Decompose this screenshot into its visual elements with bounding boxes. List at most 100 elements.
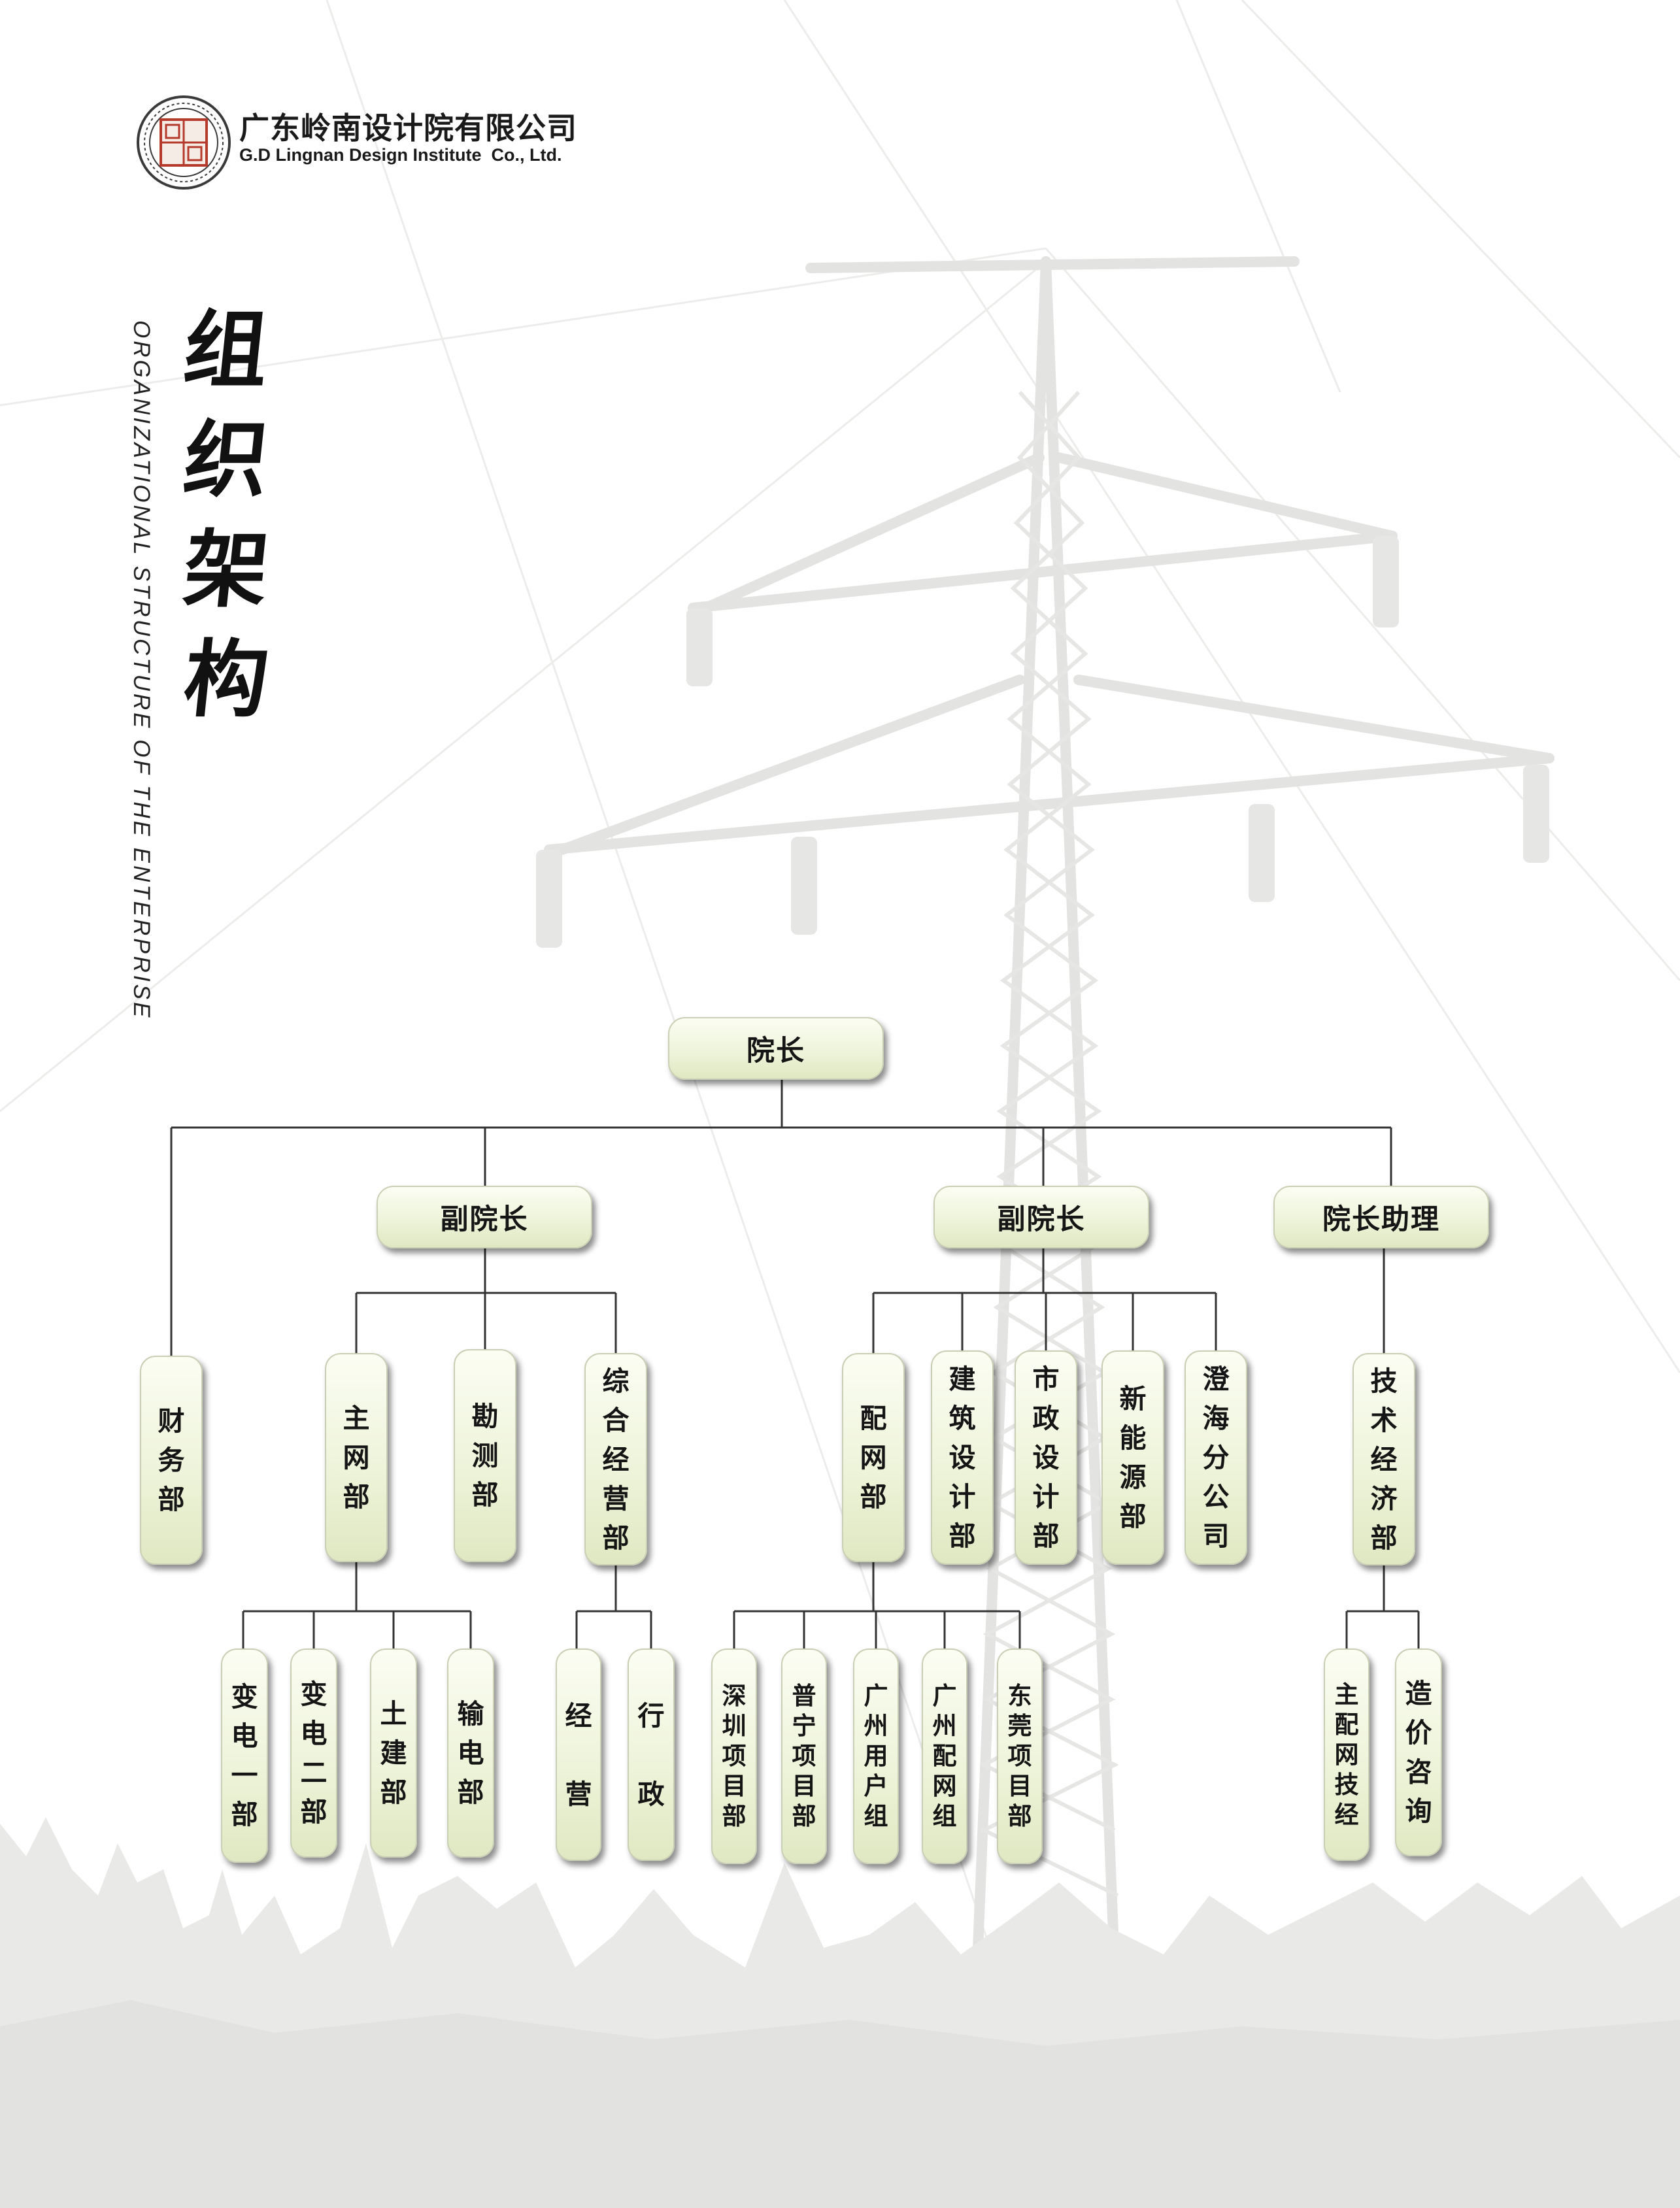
main-grid-dept-box: 主 网 部 xyxy=(325,1353,388,1562)
box-char: 经 xyxy=(602,1443,630,1475)
main-distribution-tech-econ-box: 主 配 网 技 经 xyxy=(1324,1648,1369,1861)
box-char: 询 xyxy=(1405,1796,1432,1827)
box-char: 部 xyxy=(1007,1802,1032,1830)
president-assistant-box: 院长助理 xyxy=(1273,1186,1489,1248)
box-char: 建 xyxy=(380,1737,407,1769)
box-char: 技 xyxy=(1370,1365,1398,1397)
puning-project-dept-box: 普 宁 项 目 部 xyxy=(781,1648,827,1864)
box-char: 项 xyxy=(792,1742,816,1770)
box-char: 二 xyxy=(300,1757,328,1788)
box-char: 济 xyxy=(1370,1482,1398,1514)
box-char: 变 xyxy=(300,1679,328,1710)
box-char: 电 xyxy=(300,1718,328,1749)
box-char: 造 xyxy=(1405,1678,1432,1709)
president-box: 院长 xyxy=(668,1017,884,1080)
box-char: 电 xyxy=(231,1720,258,1752)
box-char: 组 xyxy=(864,1802,888,1830)
box-char: 一 xyxy=(231,1760,258,1791)
box-char: 网 xyxy=(1334,1740,1359,1769)
box-char: 部 xyxy=(1032,1520,1060,1552)
business-unit-box: 经 营 xyxy=(556,1648,601,1861)
box-char: 户 xyxy=(864,1772,888,1800)
box-char: 部 xyxy=(722,1802,747,1830)
box-char: 目 xyxy=(792,1772,816,1800)
box-char: 州 xyxy=(864,1712,888,1740)
box-char: 营 xyxy=(565,1778,592,1810)
box-char: 深 xyxy=(722,1682,747,1710)
guangzhou-user-group-box: 广 州 用 户 组 xyxy=(853,1648,899,1864)
new-energy-dept-box: 新 能 源 部 xyxy=(1101,1350,1164,1565)
box-char: 设 xyxy=(1032,1442,1060,1473)
box-char: 新 xyxy=(1119,1383,1147,1414)
box-char: 海 xyxy=(1202,1403,1230,1434)
box-char: 政 xyxy=(1032,1403,1060,1434)
box-char: 政 xyxy=(637,1778,665,1810)
page-title-en: ORGANIZATIONAL STRUCTURE OF THE ENTERPRI… xyxy=(129,320,154,1020)
box-char: 财 xyxy=(158,1405,185,1437)
box-char: 电 xyxy=(457,1737,484,1769)
finance-dept-box: 财 务 部 xyxy=(140,1356,203,1565)
box-char: 用 xyxy=(864,1742,888,1770)
company-seal-logo xyxy=(137,95,231,190)
box-char: 经 xyxy=(1334,1800,1359,1829)
box-char: 部 xyxy=(231,1799,258,1830)
architecture-design-dept-box: 建 筑 设 计 部 xyxy=(931,1350,994,1565)
municipal-design-dept-box: 市 政 设 计 部 xyxy=(1015,1350,1077,1565)
box-char: 土 xyxy=(380,1698,407,1730)
civil-engineering-dept-box: 土 建 部 xyxy=(370,1648,417,1858)
box-char: 配 xyxy=(860,1403,887,1434)
box-char: 输 xyxy=(457,1698,484,1730)
substation-1-dept-box: 变 电 一 部 xyxy=(221,1648,268,1863)
company-name-en: G.D Lingnan Design Institute Co., Ltd. xyxy=(239,145,562,165)
box-char: 部 xyxy=(471,1479,499,1511)
box-char: 普 xyxy=(792,1682,816,1710)
box-char: 项 xyxy=(1007,1742,1032,1770)
cost-consulting-box: 造 价 咨 询 xyxy=(1395,1648,1442,1856)
box-char: 经 xyxy=(1370,1443,1398,1475)
box-char: 广 xyxy=(932,1682,957,1710)
box-char: 配 xyxy=(932,1742,957,1770)
box-char: 配 xyxy=(1334,1710,1359,1739)
dongguan-project-dept-box: 东 莞 项 目 部 xyxy=(997,1648,1043,1864)
box-char: 营 xyxy=(602,1482,630,1514)
transmission-dept-box: 输 电 部 xyxy=(447,1648,494,1858)
distribution-grid-dept-box: 配 网 部 xyxy=(842,1353,905,1562)
survey-dept-box: 勘 测 部 xyxy=(454,1349,516,1562)
box-char: 部 xyxy=(300,1796,328,1828)
box-char: 行 xyxy=(637,1699,665,1731)
box-char: 网 xyxy=(860,1442,887,1473)
box-char: 务 xyxy=(158,1445,185,1476)
vice-president-box-2: 副院长 xyxy=(933,1186,1149,1248)
box-char: 计 xyxy=(949,1481,976,1513)
box-char: 变 xyxy=(231,1681,258,1713)
box-char: 网 xyxy=(343,1442,370,1473)
box-char: 勘 xyxy=(471,1401,499,1432)
box-char: 合 xyxy=(602,1404,630,1436)
box-char: 广 xyxy=(864,1682,888,1710)
comprehensive-ops-dept-box: 综 合 经 营 部 xyxy=(584,1353,647,1565)
box-char: 源 xyxy=(1119,1462,1147,1493)
box-char: 部 xyxy=(380,1777,407,1808)
box-char: 部 xyxy=(457,1777,484,1808)
box-char: 计 xyxy=(1032,1481,1060,1513)
box-char: 经 xyxy=(565,1699,592,1731)
box-char: 司 xyxy=(1202,1520,1230,1552)
box-char: 公 xyxy=(1202,1481,1230,1513)
box-char: 部 xyxy=(158,1484,185,1515)
tech-economics-dept-box: 技 术 经 济 部 xyxy=(1352,1353,1415,1565)
box-char: 东 xyxy=(1007,1682,1032,1710)
box-char: 宁 xyxy=(792,1712,816,1740)
vice-president-box-1: 副院长 xyxy=(377,1186,592,1248)
box-char: 澄 xyxy=(1202,1363,1230,1395)
box-char: 市 xyxy=(1032,1363,1060,1395)
box-char: 目 xyxy=(1007,1772,1032,1800)
box-char: 部 xyxy=(792,1802,816,1830)
box-char: 技 xyxy=(1334,1770,1359,1799)
administration-unit-box: 行 政 xyxy=(628,1648,675,1861)
box-char: 建 xyxy=(949,1363,976,1395)
box-char: 网 xyxy=(932,1772,957,1800)
box-char: 部 xyxy=(860,1481,887,1513)
substation-2-dept-box: 变 电 二 部 xyxy=(290,1648,337,1858)
box-char: 部 xyxy=(602,1522,630,1554)
